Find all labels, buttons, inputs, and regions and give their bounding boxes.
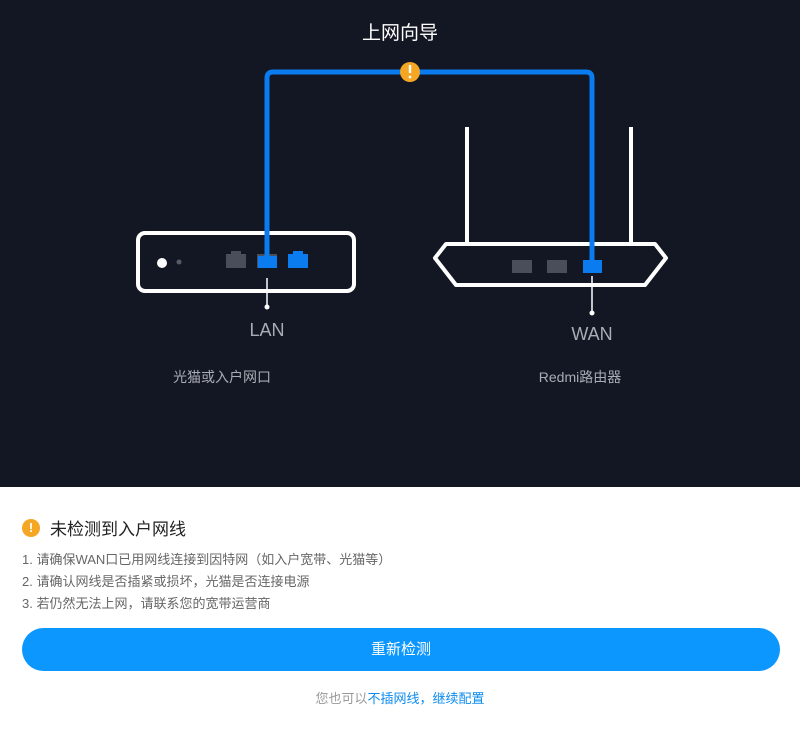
- warning-icon: !: [22, 518, 40, 537]
- connection-diagram: [136, 62, 668, 316]
- wan-label: WAN: [571, 324, 613, 344]
- status-heading: ! 未检测到入户网线: [22, 515, 186, 540]
- tip-item: 3. 若仍然无法上网，请联系您的宽带运营商: [22, 596, 271, 611]
- modem-caption: 光猫或入户网口: [173, 369, 271, 385]
- warning-icon: [400, 62, 420, 82]
- router-caption: Redmi路由器: [538, 369, 622, 385]
- skip-cable-hint: 您也可以不插网线，继续配置: [0, 688, 800, 707]
- status-title: 未检测到入户网线: [50, 520, 186, 539]
- router-device: [433, 127, 668, 316]
- status-panel: ! 未检测到入户网线 1. 请确保WAN口已用网线连接到因特网（如入户宽带、光猫…: [0, 487, 800, 730]
- wizard-diagram-panel: 上网向导 LAN WAN 光猫或入户网口 Redmi路: [0, 0, 800, 487]
- retry-detect-button[interactable]: 重新检测: [22, 628, 780, 671]
- lan-label: LAN: [249, 320, 285, 340]
- tip-item: 2. 请确认网线是否插紧或损坏，光猫是否连接电源: [22, 574, 310, 589]
- network-cable: [258, 69, 602, 273]
- page-title: 上网向导: [361, 23, 438, 44]
- tip-item: 1. 请确保WAN口已用网线连接到因特网（如入户宽带、光猫等）: [22, 552, 392, 567]
- skip-cable-continue-link[interactable]: 不插网线，继续配置: [367, 691, 485, 706]
- skip-hint-prefix: 您也可以: [315, 691, 368, 706]
- modem-device: [136, 231, 356, 310]
